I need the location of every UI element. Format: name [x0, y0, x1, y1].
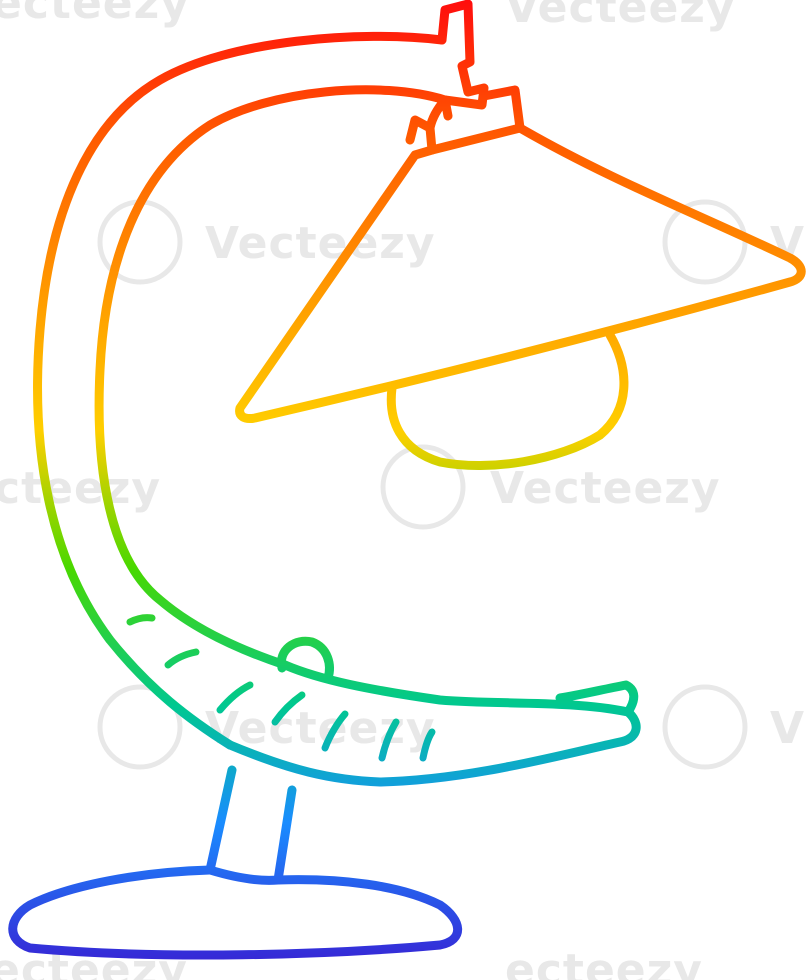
- watermark-text-top-left: ecteezy: [0, 0, 190, 29]
- lamp-hatch-mark: [216, 681, 254, 714]
- lamp-stem: [205, 765, 297, 885]
- watermark-text-upper: Vecteezy: [205, 218, 436, 269]
- watermark-logo-icon: [380, 444, 466, 530]
- lamp-hatch-mark: [419, 728, 436, 762]
- watermark-logo-icon: [662, 199, 748, 285]
- lamp-hatch-mark: [126, 614, 156, 626]
- watermark-text-top-right: Vecteezy: [505, 0, 736, 33]
- lamp-lower-arm-tip: [555, 680, 639, 717]
- watermark-text-lower-right: V: [770, 703, 805, 754]
- lamp-hatch-mark: [271, 691, 306, 726]
- lamp-top-joint: [425, 0, 489, 133]
- watermark-logo-icon: [97, 684, 183, 770]
- lamp-drawing: [8, 0, 806, 960]
- watermark-text-middle-left: cteezy: [0, 463, 161, 514]
- lamp-arm-inner: [94, 85, 450, 670]
- lamp-bulb: [386, 330, 629, 470]
- watermark-text-bottom-right: ecteezy: [505, 945, 703, 980]
- lamp-lower-arm: [225, 660, 641, 787]
- lamp-knob: [276, 636, 334, 683]
- lamp-base: [8, 865, 463, 960]
- lamp-shade: [235, 123, 806, 423]
- lamp-hatch-mark: [321, 710, 349, 752]
- watermark-logo-icon: [662, 684, 748, 770]
- watermark-text-middle: Vecteezy: [490, 463, 721, 514]
- lamp-hatch-mark: [164, 648, 200, 669]
- lamp-hatch-mark: [378, 718, 400, 762]
- lamp-arm-outer: [33, 31, 447, 750]
